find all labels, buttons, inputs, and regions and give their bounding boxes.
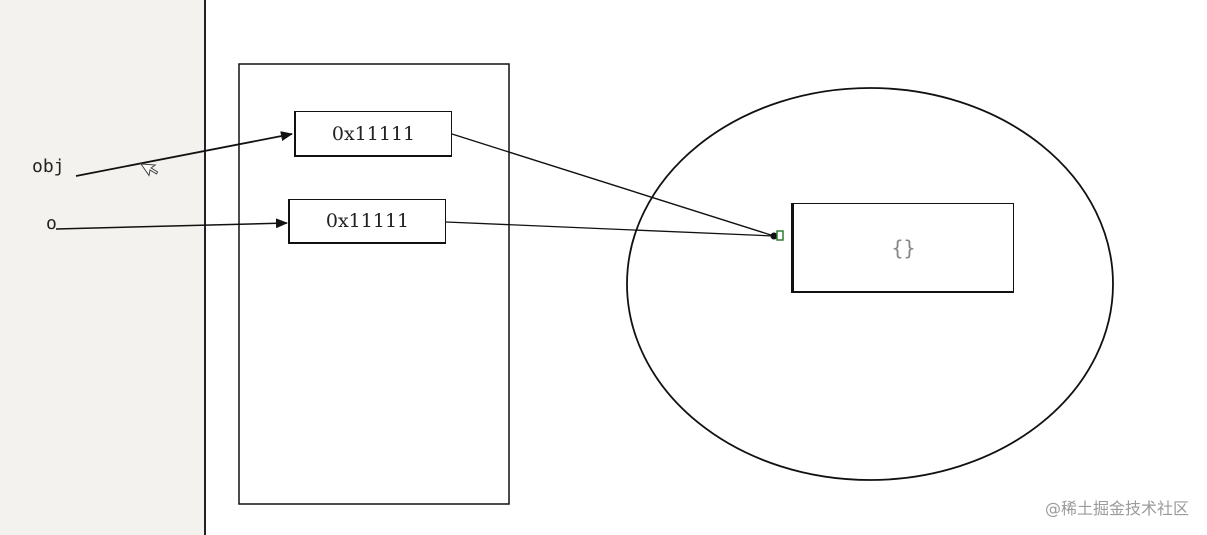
heap-object-box: {} bbox=[791, 203, 1014, 293]
o-variable-label: o bbox=[46, 213, 57, 234]
mouse-cursor-icon bbox=[139, 163, 159, 177]
obj-pointer-arrow bbox=[75, 131, 293, 177]
o-address-box: 0x11111 bbox=[288, 199, 446, 244]
left-panel bbox=[0, 0, 206, 535]
obj-reference-line bbox=[451, 133, 775, 237]
connection-dot bbox=[770, 232, 778, 240]
heap-ellipse bbox=[626, 87, 1114, 481]
o-pointer-arrow bbox=[55, 218, 288, 230]
obj-variable-label: obj bbox=[32, 156, 65, 177]
watermark: @稀土掘金技术社区 bbox=[1044, 499, 1189, 518]
connection-handle[interactable] bbox=[776, 230, 784, 241]
o-reference-line bbox=[445, 221, 775, 237]
obj-address-box: 0x11111 bbox=[294, 111, 452, 157]
stack-frame bbox=[238, 63, 510, 505]
